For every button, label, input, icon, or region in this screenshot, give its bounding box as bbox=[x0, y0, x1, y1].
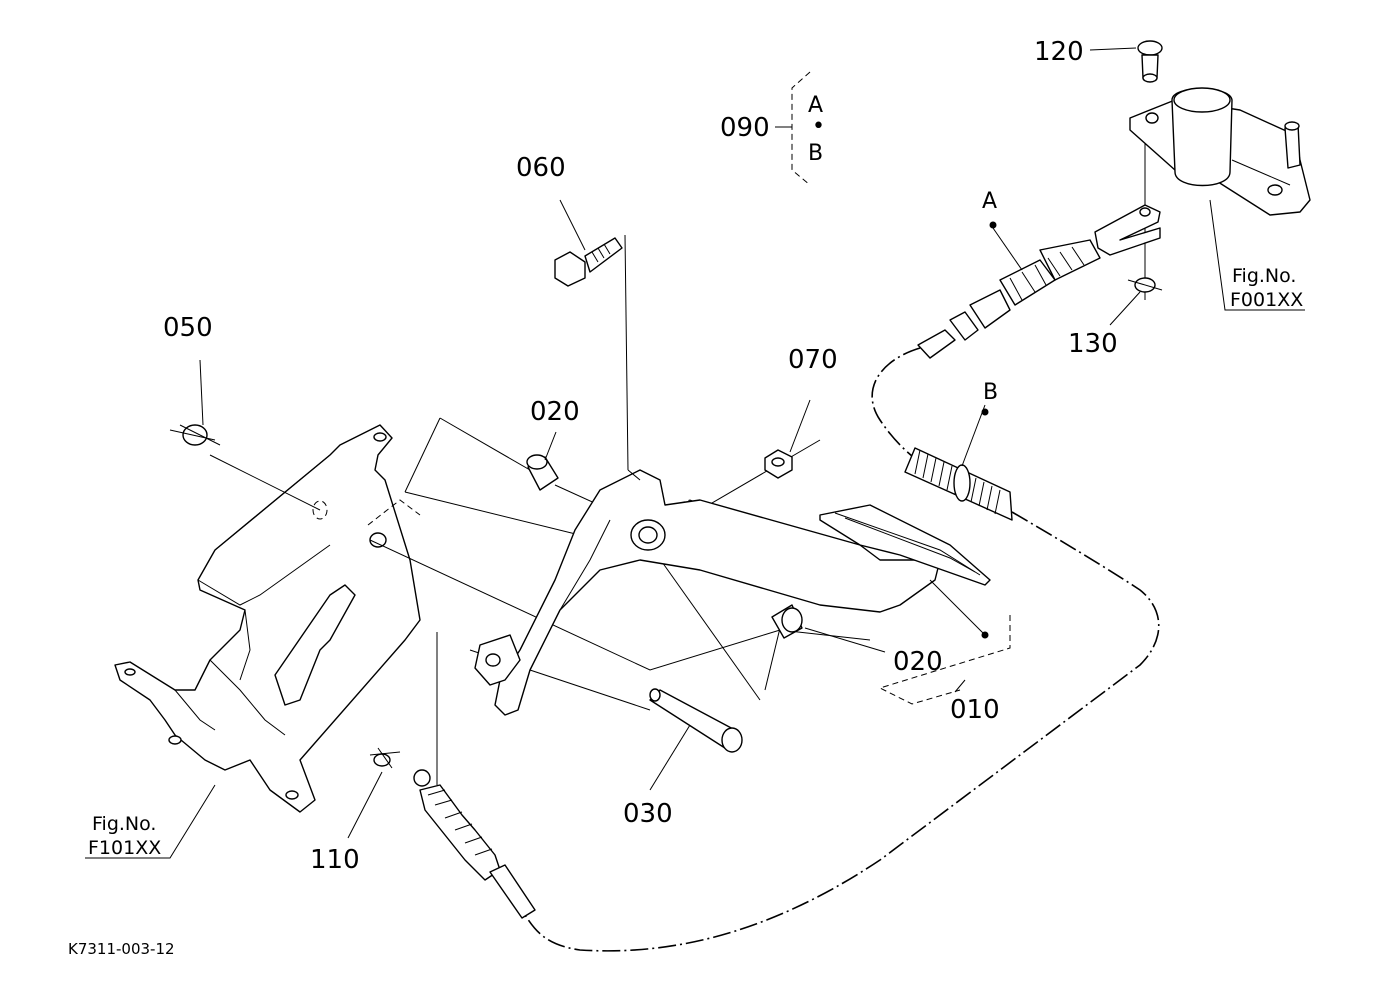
label-110: 110 bbox=[310, 845, 360, 875]
bushing-020-upper bbox=[526, 454, 559, 491]
top-bracket bbox=[1129, 87, 1311, 216]
group-ref-b: B bbox=[808, 141, 823, 166]
label-030: 030 bbox=[623, 799, 673, 829]
fig-label-top: Fig.No. bbox=[1232, 265, 1296, 287]
label-010: 010 bbox=[950, 695, 1000, 725]
cable-line bbox=[524, 347, 1160, 952]
pin-030 bbox=[649, 688, 743, 753]
clip-110 bbox=[369, 747, 401, 769]
group-bracket-090 bbox=[775, 71, 811, 186]
cable-adjuster-b bbox=[904, 447, 1013, 521]
fig-label-left: Fig.No. bbox=[92, 813, 156, 835]
bushing-020-lower bbox=[771, 604, 803, 639]
cable-end-a bbox=[917, 204, 1161, 359]
drawing-id: K7311-003-12 bbox=[68, 940, 175, 958]
bracket-assembly bbox=[114, 424, 421, 813]
fig-code-left: F101XX bbox=[88, 837, 161, 859]
label-090: 090 bbox=[720, 113, 770, 143]
bolt-060 bbox=[554, 237, 623, 287]
clip-130 bbox=[1127, 277, 1163, 293]
label-130: 130 bbox=[1068, 329, 1118, 359]
label-020-upper: 020 bbox=[530, 397, 580, 427]
clip-050 bbox=[169, 424, 221, 446]
label-050: 050 bbox=[163, 313, 213, 343]
nut-070 bbox=[764, 449, 793, 479]
fig-code-top: F001XX bbox=[1230, 289, 1303, 311]
label-120: 120 bbox=[1034, 37, 1084, 67]
cable-end-lower bbox=[413, 769, 536, 919]
pedal-arm bbox=[474, 469, 1011, 716]
leader-lines bbox=[85, 47, 1305, 859]
pin-120 bbox=[1137, 40, 1163, 83]
label-020-lower: 020 bbox=[893, 647, 943, 677]
group-ref-a: A bbox=[808, 93, 823, 118]
callout-ref-a: A bbox=[982, 189, 997, 214]
label-060: 060 bbox=[516, 153, 566, 183]
callout-ref-b: B bbox=[983, 380, 998, 405]
group-ref-dot: • bbox=[812, 114, 825, 139]
label-070: 070 bbox=[788, 345, 838, 375]
